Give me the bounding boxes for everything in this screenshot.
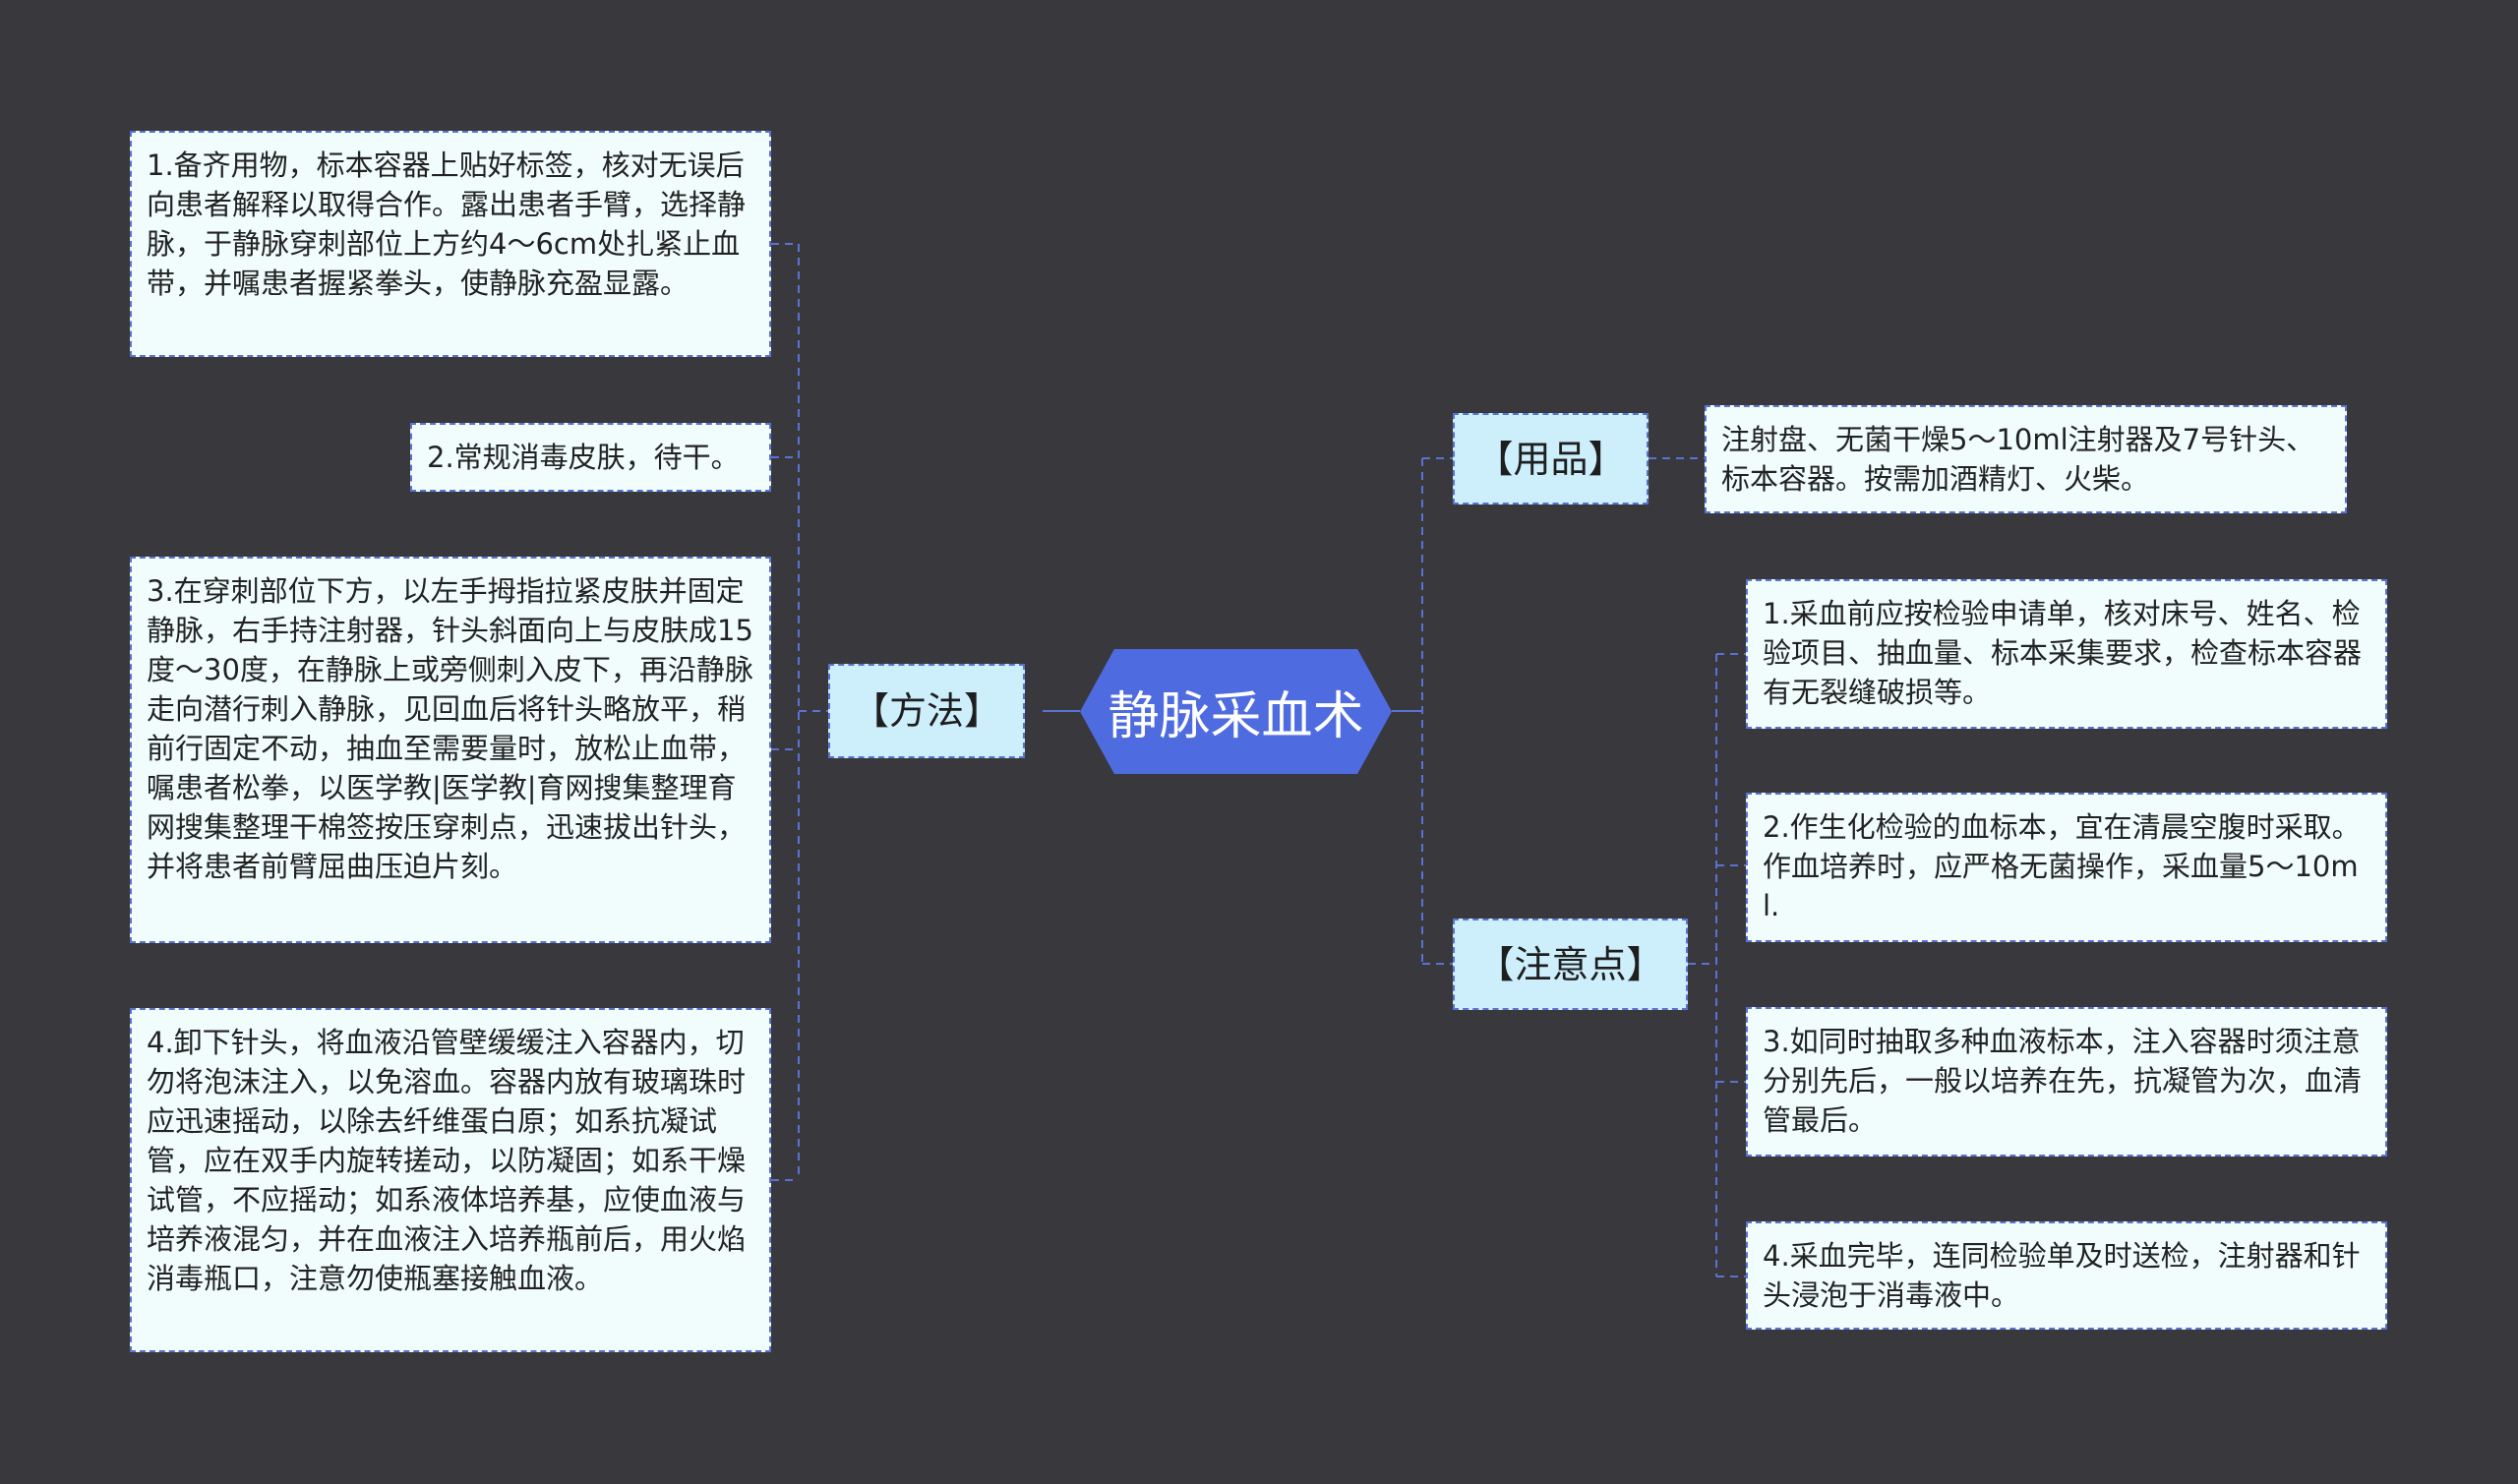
- notes-item-3[interactable]: 3.如同时抽取多种血液标本，注入容器时须注意分别先后，一般以培养在先，抗凝管为次…: [1746, 1007, 2387, 1157]
- notes-item-3-text: 3.如同时抽取多种血液标本，注入容器时须注意分别先后，一般以培养在先，抗凝管为次…: [1763, 1025, 2363, 1137]
- supplies-item-1[interactable]: 注射盘、无菌干燥5～10ml注射器及7号针头、标本容器。按需加酒精灯、火柴。: [1705, 405, 2347, 513]
- notes-item-1-text: 1.采血前应按检验申请单，核对床号、姓名、检验项目、抽血量、标本采集要求，检查标…: [1763, 597, 2363, 709]
- notes-item-4[interactable]: 4.采血完毕，连同检验单及时送检，注射器和针头浸泡于消毒液中。: [1746, 1221, 2387, 1330]
- branch-method-label: 【方法】: [851, 689, 1001, 733]
- central-topic-label: 静脉采血术: [1108, 687, 1364, 746]
- notes-item-2[interactable]: 2.作生化检验的血标本，宜在清晨空腹时采取。作血培养时，应严格无菌操作，采血量5…: [1746, 793, 2387, 942]
- method-step-4-text: 4.卸下针头，将血液沿管壁缓缓注入容器内，切勿将泡沫注入，以免溶血。容器内放有玻…: [147, 1026, 747, 1295]
- notes-item-1[interactable]: 1.采血前应按检验申请单，核对床号、姓名、检验项目、抽血量、标本采集要求，检查标…: [1746, 579, 2387, 729]
- method-step-3-text: 3.在穿刺部位下方，以左手拇指拉紧皮肤并固定静脉，右手持注射器，针头斜面向上与皮…: [147, 574, 753, 883]
- method-step-1-text: 1.备齐用物，标本容器上贴好标签，核对无误后向患者解释以取得合作。露出患者手臂，…: [147, 148, 747, 300]
- central-topic[interactable]: 静脉采血术: [1080, 649, 1392, 774]
- supplies-item-1-text: 注射盘、无菌干燥5～10ml注射器及7号针头、标本容器。按需加酒精灯、火柴。: [1721, 423, 2315, 496]
- notes-item-2-text: 2.作生化检验的血标本，宜在清晨空腹时采取。作血培养时，应严格无菌操作，采血量5…: [1763, 810, 2361, 922]
- method-step-3[interactable]: 3.在穿刺部位下方，以左手拇指拉紧皮肤并固定静脉，右手持注射器，针头斜面向上与皮…: [130, 557, 771, 943]
- branch-notes-label: 【注意点】: [1476, 942, 1664, 986]
- method-step-2[interactable]: 2.常规消毒皮肤，待干。: [410, 423, 771, 492]
- notes-item-4-text: 4.采血完毕，连同检验单及时送检，注射器和针头浸泡于消毒液中。: [1763, 1239, 2361, 1312]
- branch-notes[interactable]: 【注意点】: [1453, 919, 1688, 1010]
- branch-supplies[interactable]: 【用品】: [1453, 413, 1649, 505]
- branch-supplies-label: 【用品】: [1475, 437, 1626, 481]
- method-step-1[interactable]: 1.备齐用物，标本容器上贴好标签，核对无误后向患者解释以取得合作。露出患者手臂，…: [130, 131, 771, 357]
- method-step-2-text: 2.常规消毒皮肤，待干。: [427, 441, 740, 474]
- branch-method[interactable]: 【方法】: [828, 664, 1025, 758]
- method-step-4[interactable]: 4.卸下针头，将血液沿管壁缓缓注入容器内，切勿将泡沫注入，以免溶血。容器内放有玻…: [130, 1008, 771, 1352]
